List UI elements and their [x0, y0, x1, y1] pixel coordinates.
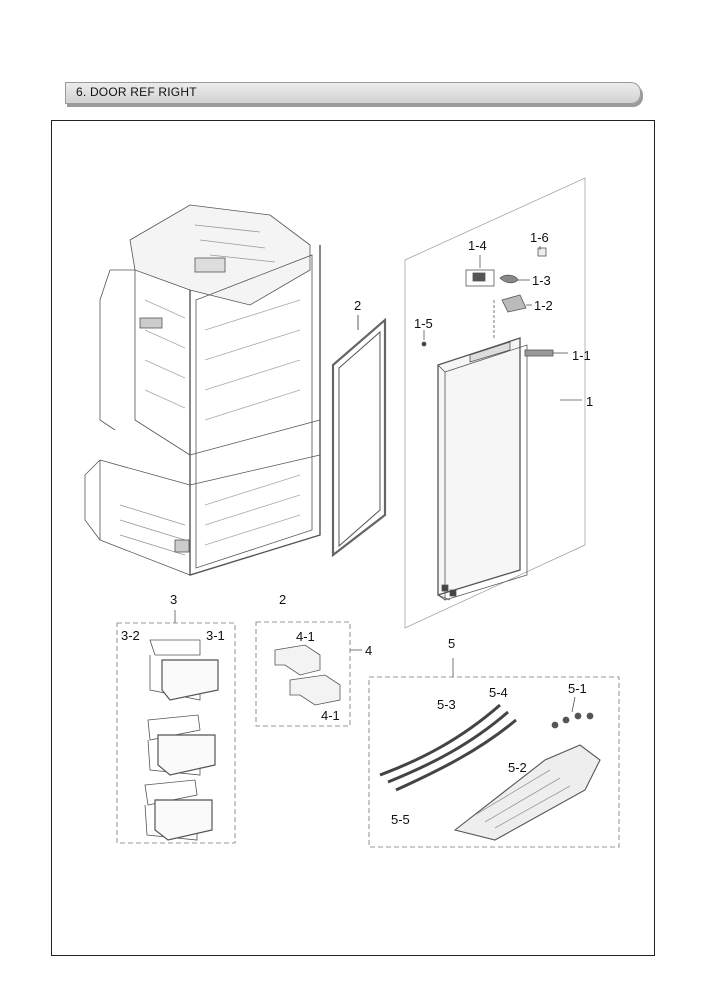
section-title: 6. DOOR REF RIGHT: [76, 85, 197, 99]
callout-1-2: 1-2: [534, 298, 553, 313]
section-header: 6. DOOR REF RIGHT: [65, 82, 641, 104]
callout-1-3: 1-3: [532, 273, 551, 288]
door-assembly: [404, 177, 586, 629]
callout-2-lower: 2: [279, 592, 286, 607]
callout-5-1: 5-1: [568, 681, 587, 696]
callout-3-2: 3-2: [121, 628, 140, 643]
callout-4-1-top: 4-1: [296, 629, 315, 644]
callout-5-4: 5-4: [489, 685, 508, 700]
door-guard-group: [255, 621, 362, 727]
accessory-group: [368, 658, 620, 848]
callout-1-4: 1-4: [468, 238, 487, 253]
callout-4-1-bottom: 4-1: [321, 708, 340, 723]
diagram-frame: [51, 120, 655, 956]
callout-5: 5: [448, 636, 455, 651]
door-bin-group: [116, 610, 236, 844]
callout-3-1: 3-1: [206, 628, 225, 643]
callout-1-6: 1-6: [530, 230, 549, 245]
callout-5-2: 5-2: [508, 760, 527, 775]
refrigerator-cabinet: [84, 204, 321, 576]
callout-4: 4: [365, 643, 372, 658]
door-gasket: [331, 315, 387, 558]
callout-1-1: 1-1: [572, 348, 591, 363]
callout-2-gasket: 2: [354, 298, 361, 313]
callout-1-5: 1-5: [414, 316, 433, 331]
callout-1: 1: [586, 394, 593, 409]
callout-5-3: 5-3: [437, 697, 456, 712]
callout-3: 3: [170, 592, 177, 607]
callout-5-5: 5-5: [391, 812, 410, 827]
